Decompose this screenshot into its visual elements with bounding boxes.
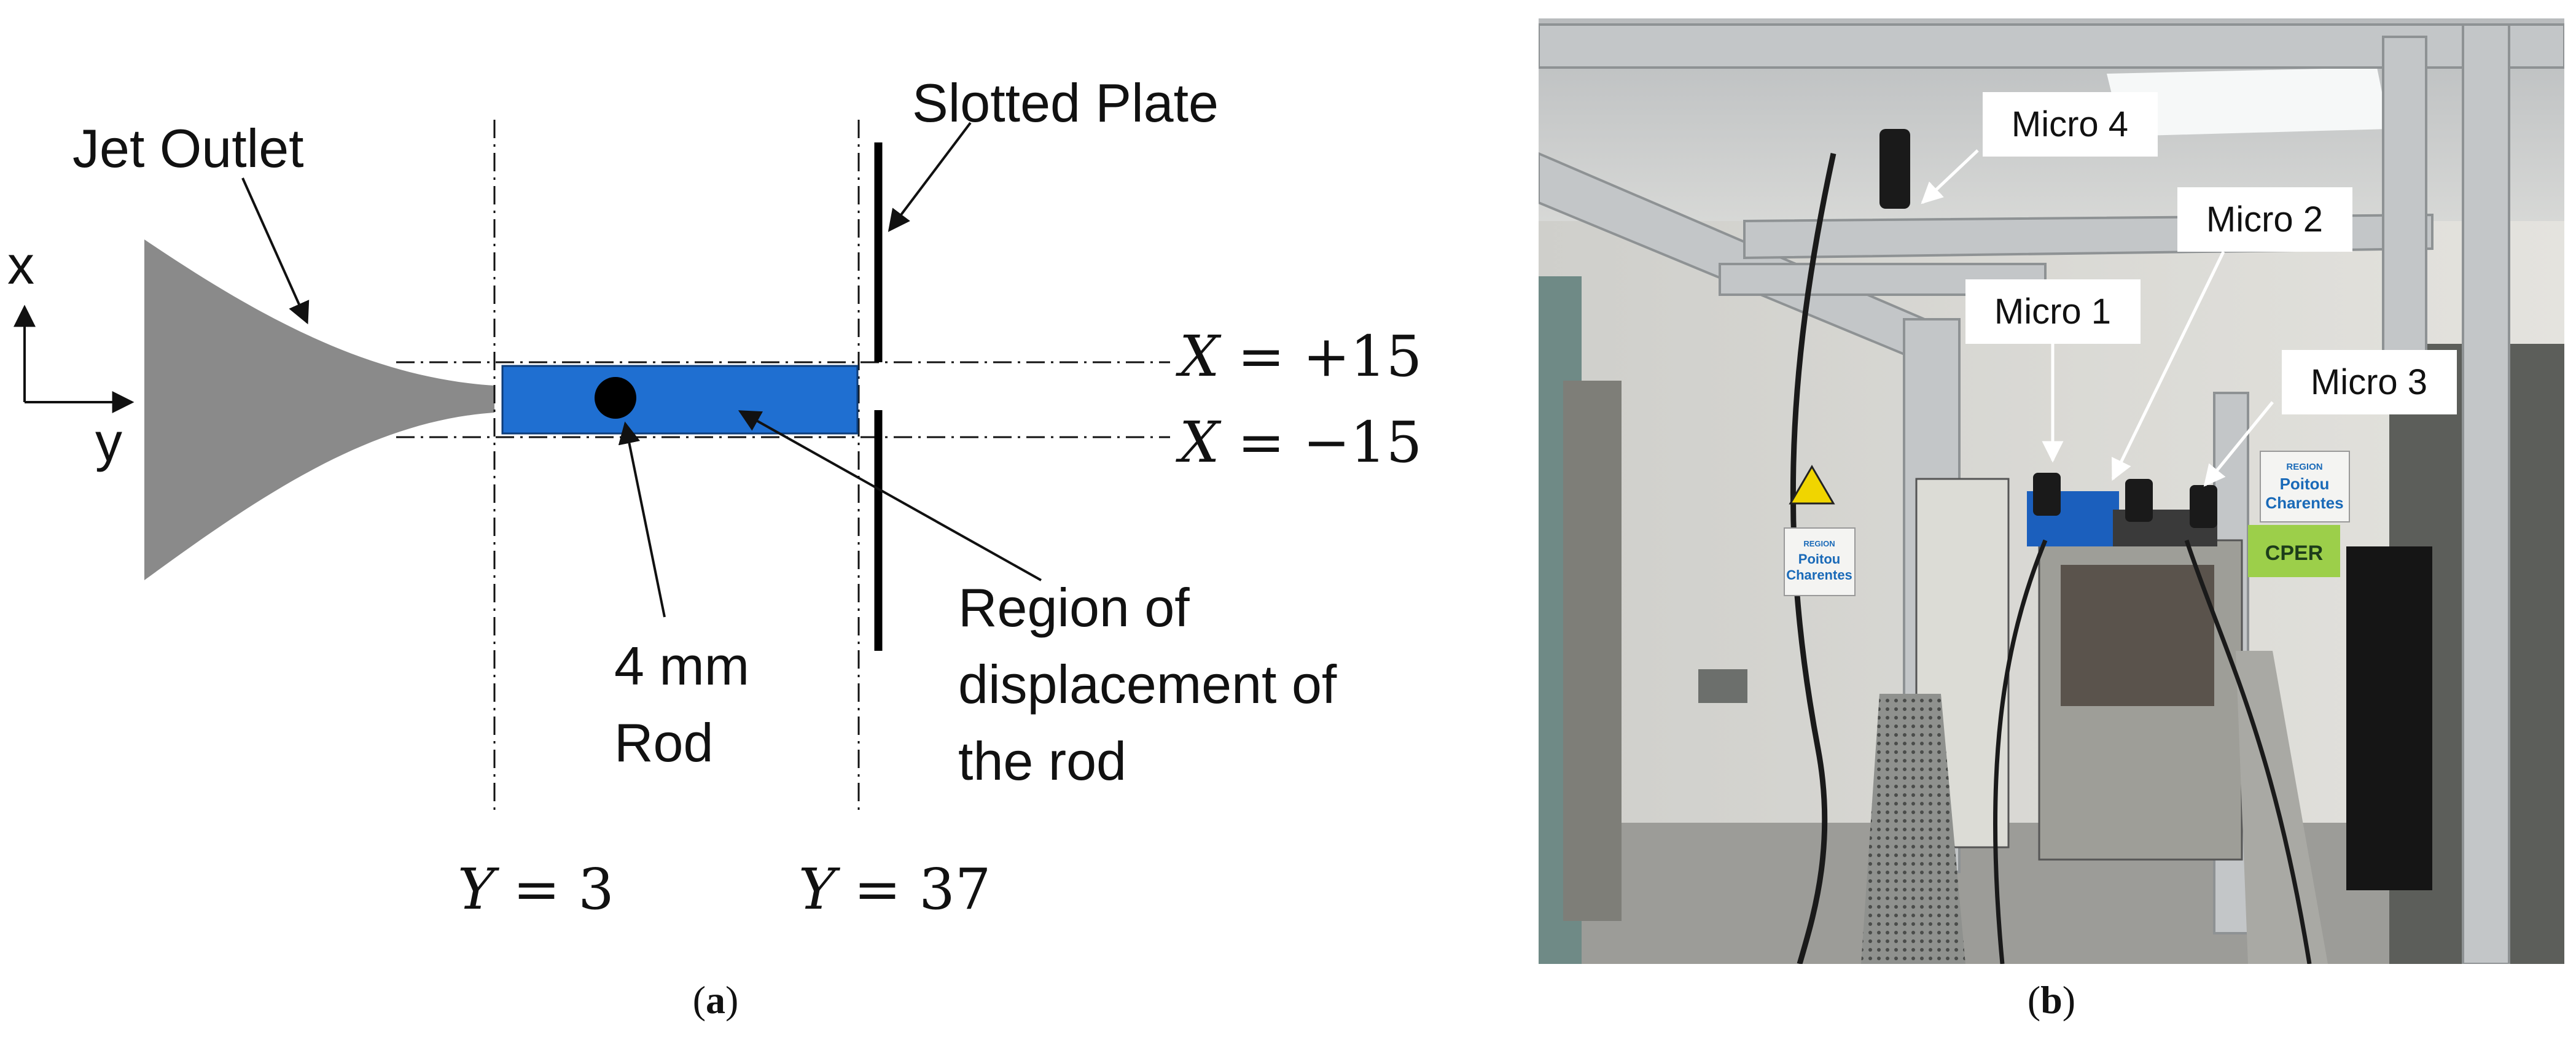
callout-micro1-label: Micro 1 [1994,292,2111,332]
laser-warning-sign [1789,465,1835,505]
callout-micro3-box [2282,350,2457,414]
sign-b-line2: Poitou [2280,475,2330,493]
sign-a-line2: Poitou [1798,551,1840,567]
callout-micro4-label: Micro 4 [2012,104,2128,144]
rod-circle [595,377,636,419]
region-label-line3: the rod [958,731,1126,791]
axes-indicator: x y [7,235,135,472]
microphones [1879,129,2217,528]
perforated-ramp [1861,694,1965,964]
leader-arrows [241,122,1042,618]
rod-label-line2: Rod [614,712,713,773]
sign-a-line1: REGION [1803,539,1835,548]
x-plus15-label: X = +15 [1176,324,1422,389]
rod-label-line1: 4 mm [614,635,749,696]
axis-x-label: x [7,235,34,295]
slotted-plate-arrow [888,122,972,232]
region-arrow [738,410,1042,581]
sign-b-line1: REGION [2286,462,2322,472]
region-label-line1: Region of [958,577,1190,638]
callout-micro2-box [2177,187,2352,252]
sign-b-line3: Charentes [2265,494,2343,512]
region-label-line2: displacement of [958,654,1337,715]
rod-arrow [618,421,666,618]
ceiling-light [2107,68,2389,136]
displacement-region [501,365,859,435]
panel-b-photo: REGION Poitou Charentes REGION Poitou Ch… [1539,18,2564,1022]
callout-micro1-box [1965,279,2141,344]
callout-boxes: Micro 4 Micro 2 Micro 1 Micro 3 [1965,92,2457,414]
lab-photo: REGION Poitou Charentes REGION Poitou Ch… [1539,18,2564,964]
sign-a-line3: Charentes [1786,567,1852,583]
callout-arrows [1921,149,2274,487]
caption-b: (b) [2028,978,2075,1022]
callout-micro4-box [1983,92,2158,157]
guide-lines [396,120,1170,814]
y37-label: Y = 37 [798,856,991,922]
jet-outlet-label: Jet Outlet [72,118,304,179]
jet-outlet-arrow [241,177,310,325]
slotted-plate-label: Slotted Plate [912,72,1219,133]
callout-micro3-label: Micro 3 [2311,362,2427,402]
callout-micro2-label: Micro 2 [2206,200,2323,239]
sign-cper: CPER [2265,542,2323,565]
jet-nozzle [144,239,494,580]
x-minus15-label: X = −15 [1176,410,1422,475]
caption-a: (a) [693,978,739,1022]
y3-label: Y = 3 [458,856,614,922]
panel-a-schematic: x y Jet Outlet Slotted Plate 4 mm Ro [7,72,1422,1022]
axis-y-label: y [95,411,122,472]
wall-signs: REGION Poitou Charentes REGION Poitou Ch… [1698,451,2350,703]
